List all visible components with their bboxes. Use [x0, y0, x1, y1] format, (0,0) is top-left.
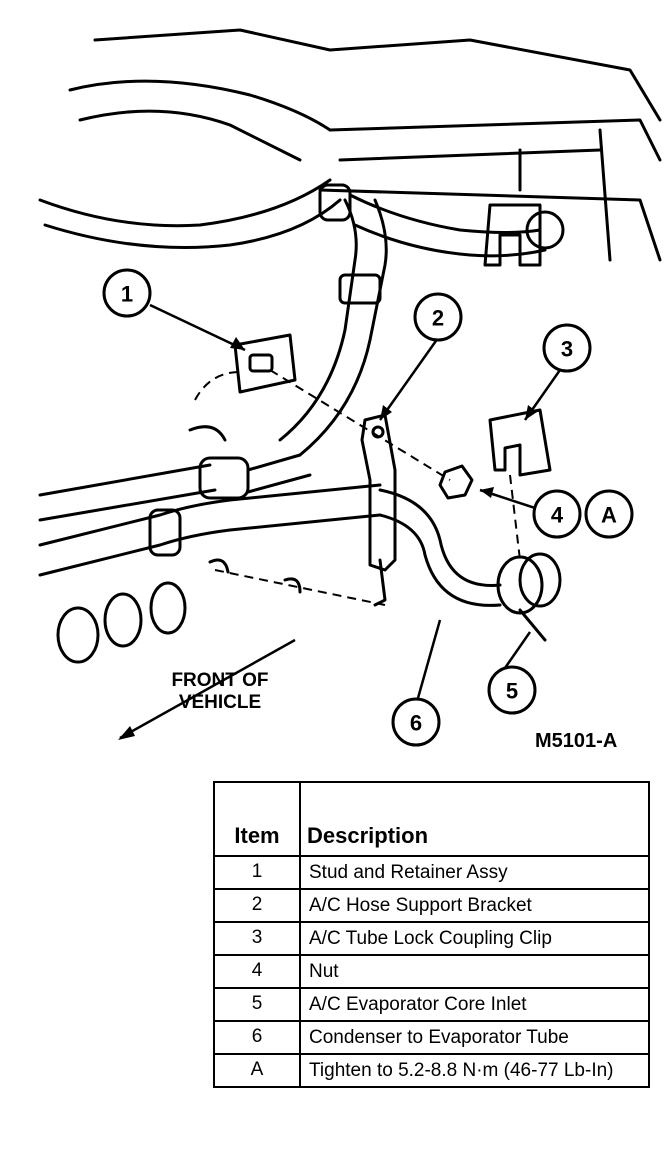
- inlet-tube-stub: [518, 608, 547, 642]
- callout-2: [413, 292, 463, 342]
- table-row: 5 A/C Evaporator Core Inlet: [213, 987, 650, 1022]
- callout-a-label: A: [601, 503, 617, 528]
- callout-4: [532, 489, 582, 539]
- legend-header-row: Item Description: [213, 781, 650, 857]
- callout-3: [542, 323, 592, 373]
- row-item: 4: [213, 954, 301, 989]
- leader-arrowheads: [118, 337, 537, 740]
- callout-6: [391, 697, 441, 747]
- header-description: Description: [299, 781, 650, 857]
- row-description: A/C Hose Support Bracket: [299, 888, 650, 923]
- table-row: A Tighten to 5.2-8.8 N·m (46-77 Lb-In): [213, 1053, 650, 1088]
- wire-hook: [188, 425, 227, 442]
- upper-hose: [278, 183, 547, 457]
- front-of-vehicle-label: FRONT OF VEHICLE: [150, 670, 290, 714]
- row-description: Condenser to Evaporator Tube: [299, 1020, 650, 1055]
- front-label-line1: FRONT OF: [171, 670, 269, 691]
- callout-3-label: 3: [561, 337, 573, 362]
- body-panel-outline: [38, 28, 662, 262]
- grommet-rings: [56, 558, 302, 664]
- row-item: 1: [213, 855, 301, 890]
- table-row: 4 Nut: [213, 954, 650, 989]
- callout-5-label: 5: [506, 679, 518, 704]
- callout-1-label: 1: [121, 282, 133, 307]
- ac-tube-diagram: 1 2 3 4 A 5 6: [38, 28, 662, 747]
- figure-code: M5101-A: [535, 730, 618, 752]
- row-description: A/C Tube Lock Coupling Clip: [299, 921, 650, 956]
- row-item: A: [213, 1053, 301, 1088]
- callout-4-label: 4: [551, 503, 564, 528]
- alignment-lines: [194, 369, 521, 606]
- row-item: 6: [213, 1020, 301, 1055]
- stud-retainer: [233, 333, 297, 394]
- callout-a: [584, 489, 634, 539]
- evaporator-inlet: [496, 552, 562, 615]
- wall-clip: [483, 203, 565, 267]
- parts-legend-table: Item Description 1 Stud and Retainer Ass…: [213, 781, 650, 1088]
- row-description: Stud and Retainer Assy: [299, 855, 650, 890]
- table-row: 2 A/C Hose Support Bracket: [213, 888, 650, 923]
- callout-6-label: 6: [410, 711, 422, 736]
- callout-5: [487, 665, 537, 715]
- table-row: 6 Condenser to Evaporator Tube: [213, 1020, 650, 1055]
- front-label-line2: VEHICLE: [178, 692, 262, 713]
- row-description: A/C Evaporator Core Inlet: [299, 987, 650, 1022]
- lock-coupling-clip: [488, 408, 552, 477]
- row-description: Nut: [299, 954, 650, 989]
- callout-1: [102, 268, 152, 318]
- table-row: 1 Stud and Retainer Assy: [213, 855, 650, 890]
- nut-part: [438, 464, 474, 500]
- table-row: 3 A/C Tube Lock Coupling Clip: [213, 921, 650, 956]
- row-description: Tighten to 5.2-8.8 N·m (46-77 Lb-In): [299, 1053, 650, 1088]
- lower-tubes: [38, 453, 502, 607]
- row-item: 2: [213, 888, 301, 923]
- callout-2-label: 2: [432, 306, 444, 331]
- header-item: Item: [213, 781, 301, 857]
- row-item: 3: [213, 921, 301, 956]
- row-item: 5: [213, 987, 301, 1022]
